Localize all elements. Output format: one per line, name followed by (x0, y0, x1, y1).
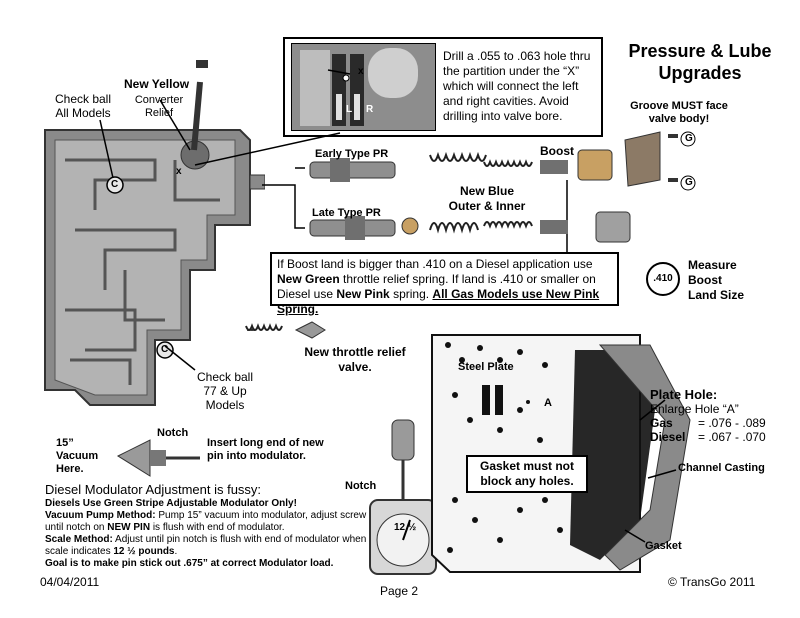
label-measure: Measure Boost Land Size (688, 258, 758, 303)
modulator-line-1: Diesels Use Green Stripe Adjustable Modu… (45, 498, 297, 509)
modulator-line-4: Goal is to make pin stick out .675” at c… (45, 558, 334, 569)
new-pin-text: NEW PIN (107, 522, 151, 533)
label-new-throttle: New throttle relief valve. (290, 345, 420, 375)
diesel-value: = .067 - .070 (698, 430, 766, 444)
plate-hole-spec: Plate Hole: Enlarge Hole “A” Gas = .076 -… (650, 387, 790, 444)
label-groove-1: Groove MUST face (630, 100, 728, 112)
drill-partition-photo: x L R (291, 43, 436, 131)
vacuum-method-label: Vacuum Pump Method: (45, 510, 156, 521)
label-notch-left: Notch (345, 480, 377, 492)
converter-relief-spring (191, 60, 208, 151)
valve-body-illustration (44, 129, 265, 406)
label-check-ball-77: Check ball 77 & Up Models (190, 370, 260, 412)
partition-closeup-illustration (292, 44, 435, 130)
vacuum-method-end: is flush with end of modulator. (150, 522, 285, 533)
boost-note-p1: If Boost land is bigger than .410 on a D… (277, 257, 593, 271)
gas-value: = .076 - .089 (698, 416, 766, 430)
groove-g-marker-2: G (685, 177, 693, 188)
boost-spring-note-box: If Boost land is bigger than .410 on a D… (270, 252, 619, 316)
boost-note-green: New Green (277, 272, 340, 286)
label-new-throttle-2: valve. (338, 360, 372, 374)
modulator-instructions: Diesel Modulator Adjustment is fussy: Di… (45, 482, 375, 570)
label-measure-2: Boost (688, 273, 722, 287)
title-line-2: Upgrades (658, 63, 742, 83)
check-ball-77-marker: C (161, 344, 169, 355)
label-models: Models (205, 398, 245, 412)
photo-label-l: L (346, 104, 353, 115)
label-measure-3: Land Size (688, 288, 745, 302)
drill-instruction-text: Drill a .055 to .063 hole thru the parti… (443, 49, 591, 123)
label-channel-casting: Channel Casting (678, 462, 765, 474)
label-new-blue: New Blue Outer & Inner (432, 184, 542, 214)
gasket-note-box: Gasket must not block any holes. (466, 455, 588, 493)
scale-method-end: . (174, 546, 178, 557)
label-steel-plate: Steel Plate (458, 361, 514, 373)
label-new-blue-1: New Blue (459, 184, 514, 198)
label-check-ball-1: Check ball (54, 92, 112, 106)
label-hole-a: A (544, 397, 552, 409)
page-title: Pressure & Lube Upgrades (600, 40, 800, 84)
label-insert-2: pin into modulator. (207, 450, 306, 462)
modulator-heading: Diesel Modulator Adjustment is fussy: (45, 482, 262, 497)
drill-instruction-box: x L R Drill a .055 to .063 hole thru the… (283, 37, 603, 137)
label-77-up: 77 & Up (203, 384, 247, 398)
footer-copyright: © TransGo 2011 (668, 575, 756, 589)
diesel-label: Diesel (650, 430, 686, 444)
gas-label: Gas (650, 416, 673, 430)
scale-method-text: Adjust until pin notch is flush with end… (45, 534, 367, 557)
label-groove: Groove MUST face valve body! (624, 100, 734, 126)
boost-note-p3: spring. (389, 287, 433, 301)
scale-method-label: Scale Method: (45, 534, 113, 545)
photo-label-x: x (358, 66, 364, 77)
label-gasket: Gasket (645, 540, 682, 552)
label-late-pr: Late Type PR (312, 207, 381, 219)
label-groove-2: valve body! (648, 113, 710, 125)
label-converter: Converter (134, 94, 184, 106)
label-vacuum-2: Here. (56, 463, 84, 475)
label-boost: Boost (540, 144, 574, 158)
scale-reading: 12 ½ (394, 522, 417, 533)
footer-page: Page 2 (380, 584, 419, 598)
scale-pounds-text: 12 ½ pounds (113, 546, 175, 557)
plate-hole-sub: Enlarge Hole “A” (650, 402, 739, 416)
title-line-1: Pressure & Lube (628, 41, 772, 61)
label-new-yellow: New Yellow (124, 77, 190, 91)
drill-x-marker: x (176, 166, 182, 177)
label-check-ball-2: Check ball (196, 370, 254, 384)
check-ball-all-marker: C (111, 179, 119, 190)
label-new-blue-2: Outer & Inner (448, 199, 526, 213)
gasket-note: Gasket must not block any holes. (479, 459, 575, 488)
label-vacuum-1: 15” Vacuum (56, 437, 99, 462)
label-insert: Insert long end of new pin into modulato… (207, 437, 347, 463)
boost-note-pink: New Pink (336, 287, 390, 301)
label-vacuum: 15” Vacuum Here. (56, 437, 116, 476)
footer-date: 04/04/2011 (40, 575, 100, 589)
boost-spring-note: If Boost land is bigger than .410 on a D… (277, 257, 615, 317)
label-notch-top: Notch (157, 427, 189, 439)
label-insert-1: Insert long end of new (207, 437, 324, 449)
label-new-throttle-1: New throttle relief (304, 345, 406, 359)
label-measure-1: Measure (688, 258, 737, 272)
vacuum-method-text: Pump 15” vacuum into modulator, adjust s… (45, 510, 367, 533)
boost-note-p2: throttle relief spring. If land is .410 … (277, 272, 596, 301)
label-all-models: All Models (55, 106, 111, 120)
groove-g-marker-1: G (685, 133, 693, 144)
measure-410-badge: .410 (646, 262, 680, 296)
boost-note-all-gas: All Gas Models use New Pink Spring. (277, 287, 600, 316)
label-early-pr: Early Type PR (315, 148, 389, 160)
modulator-line-3: Scale Method: Adjust until pin notch is … (45, 534, 375, 558)
label-check-ball-all: Check ball All Models (43, 92, 123, 120)
photo-label-r: R (366, 104, 374, 115)
modulator-line-2: Vacuum Pump Method: Pump 15” vacuum into… (45, 510, 375, 534)
plate-hole-title: Plate Hole: (650, 387, 718, 402)
